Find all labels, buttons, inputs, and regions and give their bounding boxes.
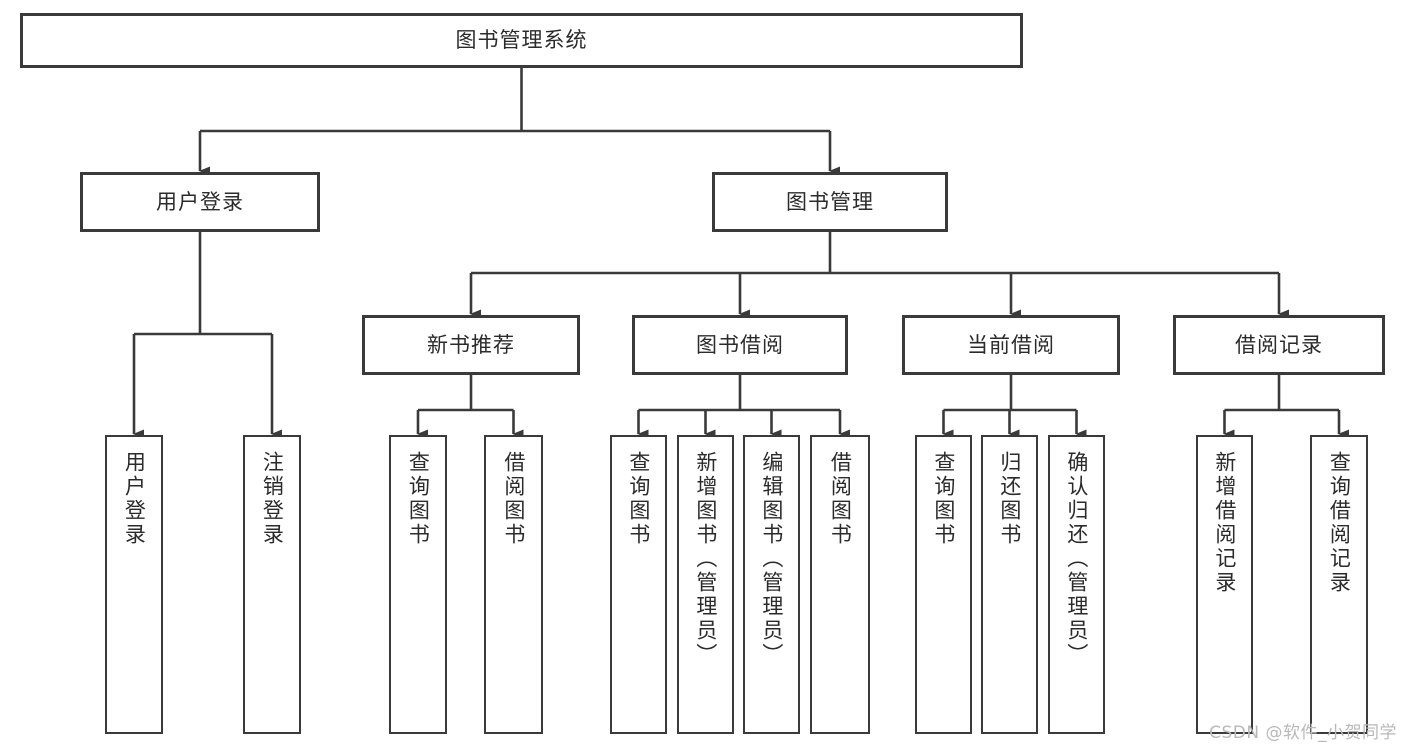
node-leaf-logout-label: 注销登录	[260, 451, 285, 547]
node-root-label: 图书管理系统	[455, 28, 588, 53]
node-root[interactable]: 图书管理系统	[20, 13, 1023, 68]
node-leaf-query-book-borrow[interactable]: 查询图书	[610, 435, 667, 734]
node-leaf-add-borrow-record[interactable]: 新增借阅记录	[1196, 435, 1253, 734]
node-leaf-return-book-label: 归还图书	[997, 451, 1022, 547]
node-leaf-confirm-return[interactable]: 确认归还（管理员）	[1048, 435, 1105, 734]
node-leaf-query-borrow-record-label: 查询借阅记录	[1327, 451, 1352, 595]
node-leaf-borrow-book-recommend[interactable]: 借阅图书	[484, 435, 543, 734]
node-current-borrow[interactable]: 当前借阅	[902, 315, 1120, 375]
node-leaf-query-book-current-label: 查询图书	[931, 451, 956, 547]
node-leaf-query-book-current[interactable]: 查询图书	[915, 435, 972, 734]
node-leaf-add-borrow-record-label: 新增借阅记录	[1212, 451, 1237, 595]
node-leaf-borrow-book[interactable]: 借阅图书	[810, 435, 870, 734]
node-user-login[interactable]: 用户登录	[80, 172, 320, 232]
node-leaf-user-login-label: 用户登录	[122, 451, 147, 547]
node-leaf-edit-book-label: 编辑图书（管理员）	[759, 451, 784, 667]
node-leaf-edit-book[interactable]: 编辑图书（管理员）	[743, 435, 800, 734]
node-borrow-record-label: 借阅记录	[1235, 332, 1323, 357]
node-new-book-recommend-label: 新书推荐	[427, 332, 515, 357]
node-book-borrow[interactable]: 图书借阅	[632, 315, 848, 375]
node-borrow-record[interactable]: 借阅记录	[1173, 315, 1385, 375]
node-new-book-recommend[interactable]: 新书推荐	[362, 315, 580, 375]
node-leaf-query-borrow-record[interactable]: 查询借阅记录	[1310, 435, 1368, 734]
node-leaf-add-book[interactable]: 新增图书（管理员）	[677, 435, 734, 734]
node-leaf-query-book-borrow-label: 查询图书	[626, 451, 651, 547]
node-leaf-return-book[interactable]: 归还图书	[981, 435, 1038, 734]
node-leaf-confirm-return-label: 确认归还（管理员）	[1064, 451, 1089, 667]
csdn-watermark: CSDN @软件_小贺同学	[1209, 723, 1397, 743]
node-leaf-query-book-recommend-label: 查询图书	[406, 451, 431, 547]
node-book-manage[interactable]: 图书管理	[712, 172, 948, 232]
node-leaf-borrow-book-label: 借阅图书	[828, 451, 853, 547]
node-user-login-label: 用户登录	[156, 189, 244, 214]
node-current-borrow-label: 当前借阅	[967, 332, 1055, 357]
node-book-borrow-label: 图书借阅	[696, 332, 784, 357]
node-leaf-query-book-recommend[interactable]: 查询图书	[389, 435, 447, 734]
node-book-manage-label: 图书管理	[786, 189, 874, 214]
node-leaf-add-book-label: 新增图书（管理员）	[693, 451, 718, 667]
node-leaf-borrow-book-recommend-label: 借阅图书	[501, 451, 526, 547]
node-leaf-logout[interactable]: 注销登录	[243, 435, 301, 734]
node-leaf-user-login[interactable]: 用户登录	[105, 435, 163, 734]
